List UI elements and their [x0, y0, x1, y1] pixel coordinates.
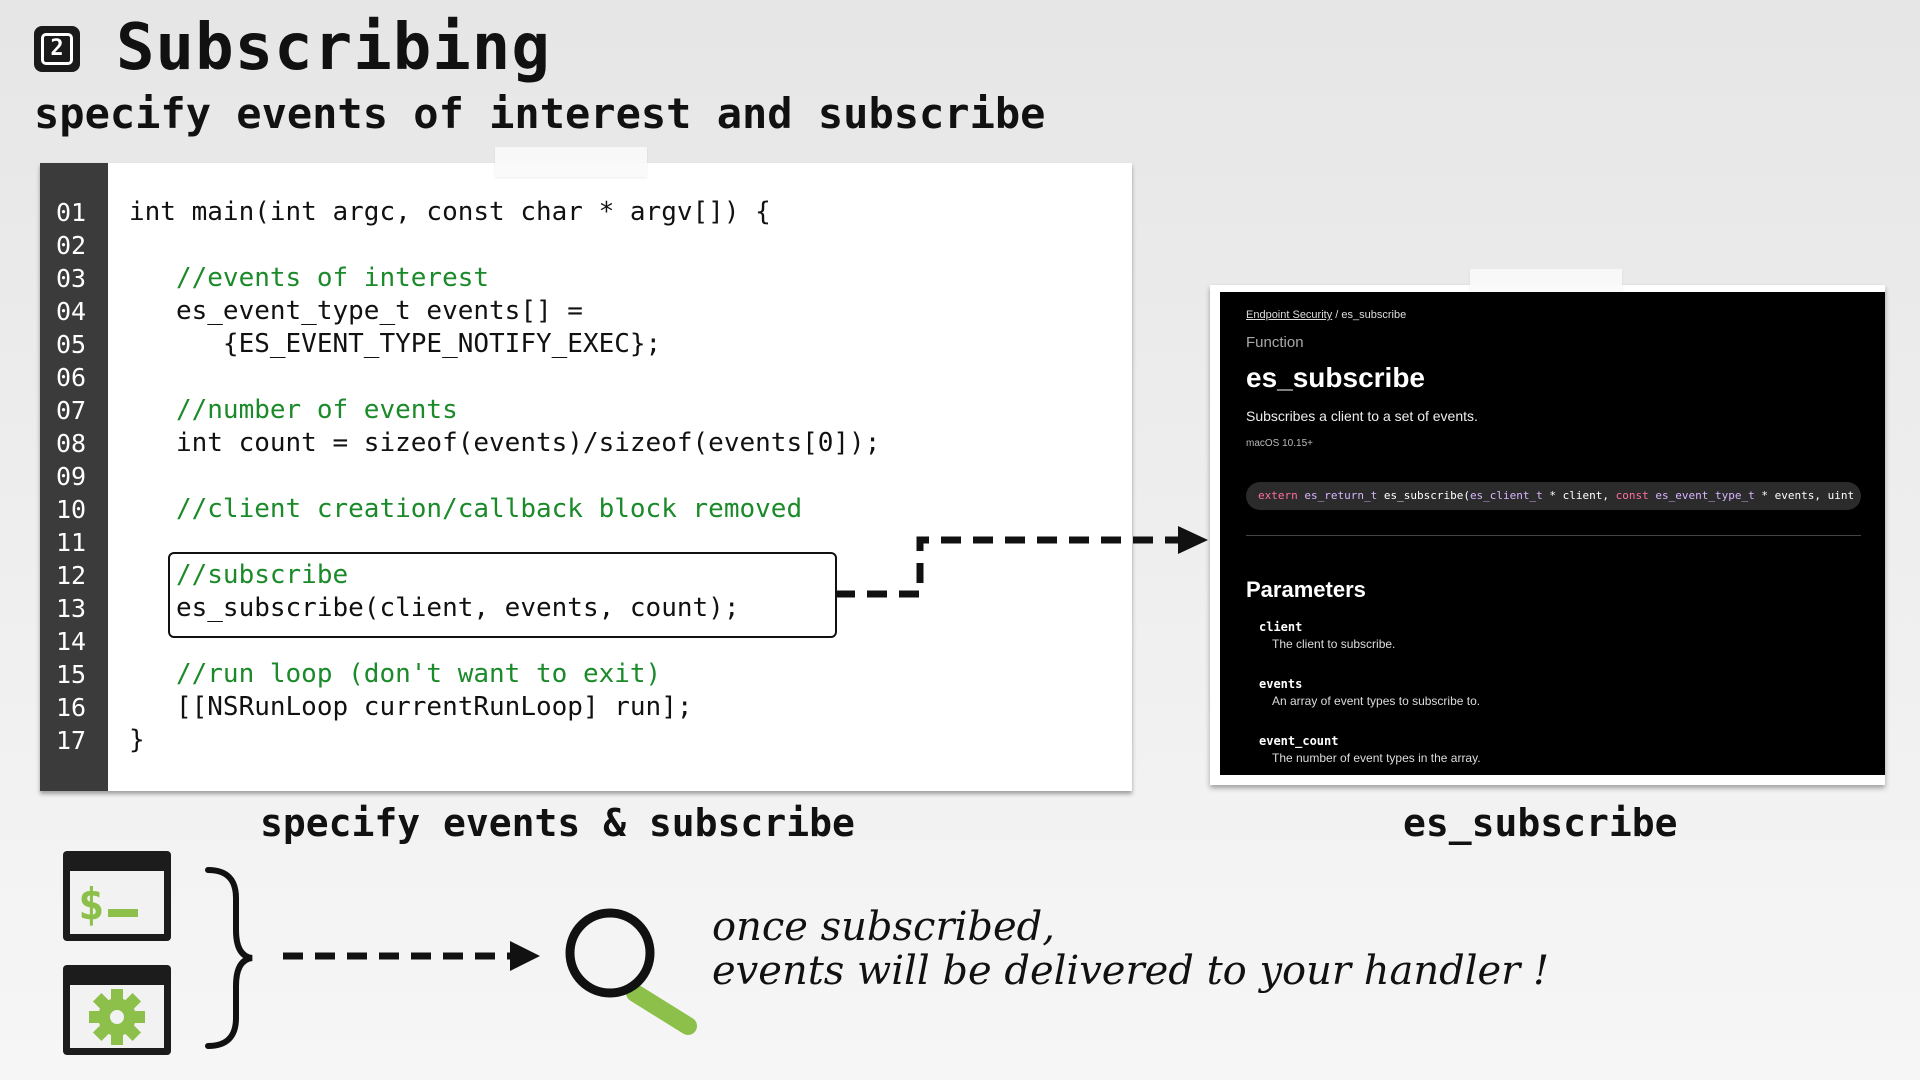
line-number: 01 — [56, 198, 87, 227]
note-line-1: once subscribed, — [712, 904, 1055, 950]
arrow-head — [510, 941, 540, 971]
step-number-badge: 2 — [34, 26, 80, 72]
parameters-heading: Parameters — [1246, 577, 1366, 602]
decl-return-type: es_return_t — [1297, 489, 1384, 502]
breadcrumb-separator: / — [1332, 309, 1342, 321]
code-line: [[NSRunLoop currentRunLoop] run]; — [129, 692, 693, 722]
line-number: 14 — [56, 627, 87, 656]
code-comment-line: //run loop (don't want to exit) — [129, 659, 662, 689]
line-number: 11 — [56, 528, 87, 557]
breadcrumb-current: es_subscribe — [1341, 309, 1407, 321]
magnifier-icon — [565, 908, 697, 1035]
code-line: int count = sizeof(events)/sizeof(events… — [129, 428, 881, 458]
param-name: client — [1259, 620, 1303, 634]
line-number: 03 — [56, 264, 87, 293]
doc-function-name: es_subscribe — [1246, 362, 1425, 393]
decl-param: * client, — [1542, 489, 1616, 502]
line-number: 17 — [56, 726, 87, 755]
line-number: 06 — [56, 363, 87, 392]
line-number-gutter — [40, 163, 108, 791]
tape-decoration — [495, 147, 647, 177]
param-desc: The number of event types in the array. — [1272, 751, 1481, 765]
line-number: 16 — [56, 693, 87, 722]
code-panel: 01 int main(int argc, const char * argv[]… — [40, 147, 1132, 791]
code-line: {ES_EVENT_TYPE_NOTIFY_EXEC}; — [129, 329, 662, 359]
code-comment-line: //subscribe — [129, 560, 349, 590]
breadcrumb: Endpoint Security / es_subscribe — [1246, 309, 1406, 321]
param-desc: The client to subscribe. — [1272, 637, 1396, 651]
line-number: 12 — [56, 561, 87, 590]
line-number: 10 — [56, 495, 87, 524]
doc-page: Endpoint Security / es_subscribe Functio… — [1220, 292, 1885, 775]
line-number: 15 — [56, 660, 87, 689]
decl-param: * events, uint — [1754, 489, 1855, 502]
breadcrumb-link[interactable]: Endpoint Security — [1246, 309, 1333, 321]
page-title: Subscribing — [116, 11, 551, 85]
curly-brace — [205, 867, 253, 1049]
code-comment-line: //number of events — [129, 395, 458, 425]
terminal-icon: $ — [78, 879, 138, 930]
svg-text:$: $ — [78, 879, 105, 930]
gear-icon — [89, 989, 145, 1045]
param-name: events — [1259, 677, 1303, 691]
divider — [1246, 535, 1861, 536]
line-number: 04 — [56, 297, 87, 326]
line-number: 09 — [56, 462, 87, 491]
decl-type: es_client_t — [1469, 489, 1543, 502]
line-number: 02 — [56, 231, 87, 260]
handler-note: once subscribed, events will be delivere… — [712, 905, 1549, 993]
code-line: es_event_type_t events[] = — [129, 296, 583, 326]
decl-type: es_event_type_t — [1648, 489, 1755, 502]
line-number: 05 — [56, 330, 87, 359]
code-line: } — [129, 725, 145, 755]
doc-platform: macOS 10.15+ — [1246, 438, 1313, 449]
param-name: event_count — [1259, 734, 1339, 748]
code-comment-line: //events of interest — [129, 263, 490, 293]
decl-function: es_subscribe( — [1383, 489, 1470, 502]
doc-caption: es_subscribe — [1403, 801, 1678, 845]
doc-summary: Subscribes a client to a set of events. — [1246, 408, 1478, 424]
decl-keyword: const — [1615, 489, 1649, 502]
line-number: 07 — [56, 396, 87, 425]
code-caption: specify events & subscribe — [260, 801, 855, 845]
code-comment-line: //client creation/callback block removed — [129, 494, 803, 524]
line-number: 13 — [56, 594, 87, 623]
documentation-screenshot: Endpoint Security / es_subscribe Functio… — [1210, 269, 1885, 785]
note-line-2: events will be delivered to your handler… — [712, 948, 1550, 994]
doc-kind: Function — [1246, 334, 1304, 351]
code-line: es_subscribe(client, events, count); — [129, 593, 740, 623]
page-subtitle: specify events of interest and subscribe — [34, 89, 1046, 138]
code-line: int main(int argc, const char * argv[]) … — [129, 197, 771, 227]
step-number: 2 — [41, 33, 73, 65]
terminal-app-icon: $ — [63, 851, 171, 941]
param-desc: An array of event types to subscribe to. — [1272, 694, 1481, 708]
doc-declaration: extern es_return_t es_subscribe(es_clien… — [1246, 482, 1861, 510]
decl-keyword: extern — [1258, 489, 1298, 502]
settings-app-icon — [63, 965, 171, 1055]
line-number: 08 — [56, 429, 87, 458]
